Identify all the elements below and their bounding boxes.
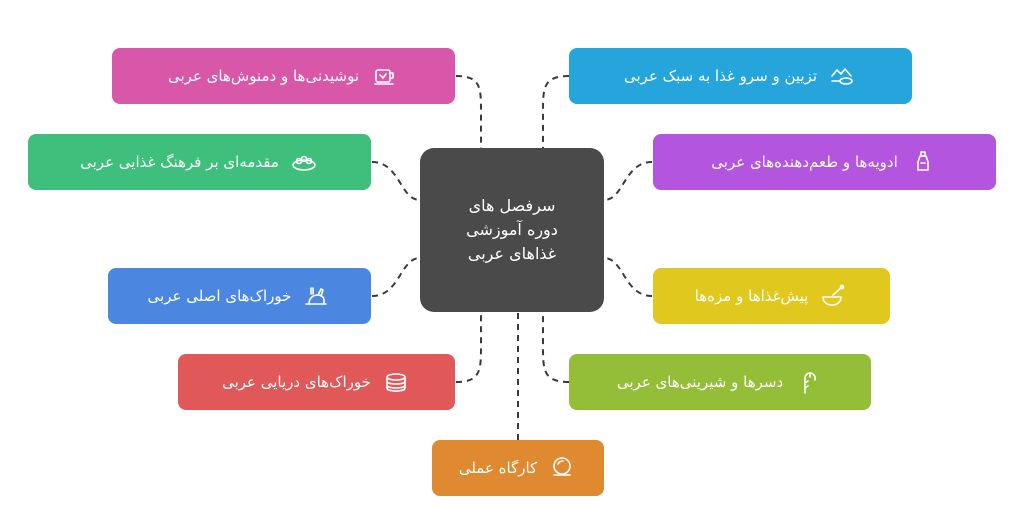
central-topic-line-2: دوره آموزشی [466, 220, 558, 239]
topic-intro: مقدمه‌ای بر فرهنگ غذایی عربی [28, 134, 371, 190]
topic-garnish: تزیین و سرو غذا به سبک عربی [569, 48, 912, 104]
topic-drinks-label: نوشیدنی‌ها و دمنوش‌های عربی [167, 67, 360, 85]
cloche-icon [547, 453, 577, 483]
topic-seafood: خوراک‌های دریایی عربی [178, 354, 455, 410]
candy-cane-icon [793, 367, 823, 397]
topic-desserts-label: دسرها و شیرینی‌های عربی [616, 373, 784, 391]
connector-garnish [542, 75, 570, 148]
connector-drinks [455, 75, 482, 148]
food-platter-icon [289, 147, 319, 177]
topic-desserts: دسرها و شیرینی‌های عربی [569, 354, 871, 410]
connector-appetizers [603, 257, 653, 297]
connector-intro [371, 161, 421, 201]
topic-appetizers: پیش‌غذاها و مزه‌ها [653, 268, 890, 324]
topic-appetizers-label: پیش‌غذاها و مزه‌ها [694, 287, 809, 305]
topic-main-dishes-label: خوراک‌های اصلی عربی [147, 287, 292, 305]
topic-main-dishes: خوراک‌های اصلی عربی [108, 268, 371, 324]
topic-seafood-label: خوراک‌های دریایی عربی [222, 373, 371, 391]
topic-workshop-label: کارگاه عملی [458, 459, 538, 477]
topic-intro-label: مقدمه‌ای بر فرهنگ غذایی عربی [80, 153, 279, 171]
connector-desserts [542, 312, 570, 383]
central-topic-line-3: غذاهای عربی [467, 244, 557, 263]
spice-shaker-icon [908, 147, 938, 177]
topic-spices: ادویه‌ها و طعم‌دهنده‌های عربی [653, 134, 996, 190]
topic-spices-label: ادویه‌ها و طعم‌دهنده‌های عربی [711, 153, 898, 171]
served-dish-icon [827, 61, 857, 91]
central-topic-line-1: سرفصل های [468, 196, 556, 215]
topic-drinks: نوشیدنی‌ها و دمنوش‌های عربی [112, 48, 455, 104]
topic-garnish-label: تزیین و سرو غذا به سبک عربی [623, 67, 818, 85]
central-topic: سرفصل های دوره آموزشی غذاهای عربی [420, 148, 604, 312]
pancake-stack-icon [381, 367, 411, 397]
tea-cup-icon [369, 61, 399, 91]
connector-spices [603, 161, 653, 201]
connector-main [371, 257, 421, 297]
connector-seafood [455, 312, 482, 383]
honey-bowl-icon [818, 281, 848, 311]
topic-workshop: کارگاه عملی [432, 440, 604, 496]
roast-chicken-icon [301, 281, 331, 311]
